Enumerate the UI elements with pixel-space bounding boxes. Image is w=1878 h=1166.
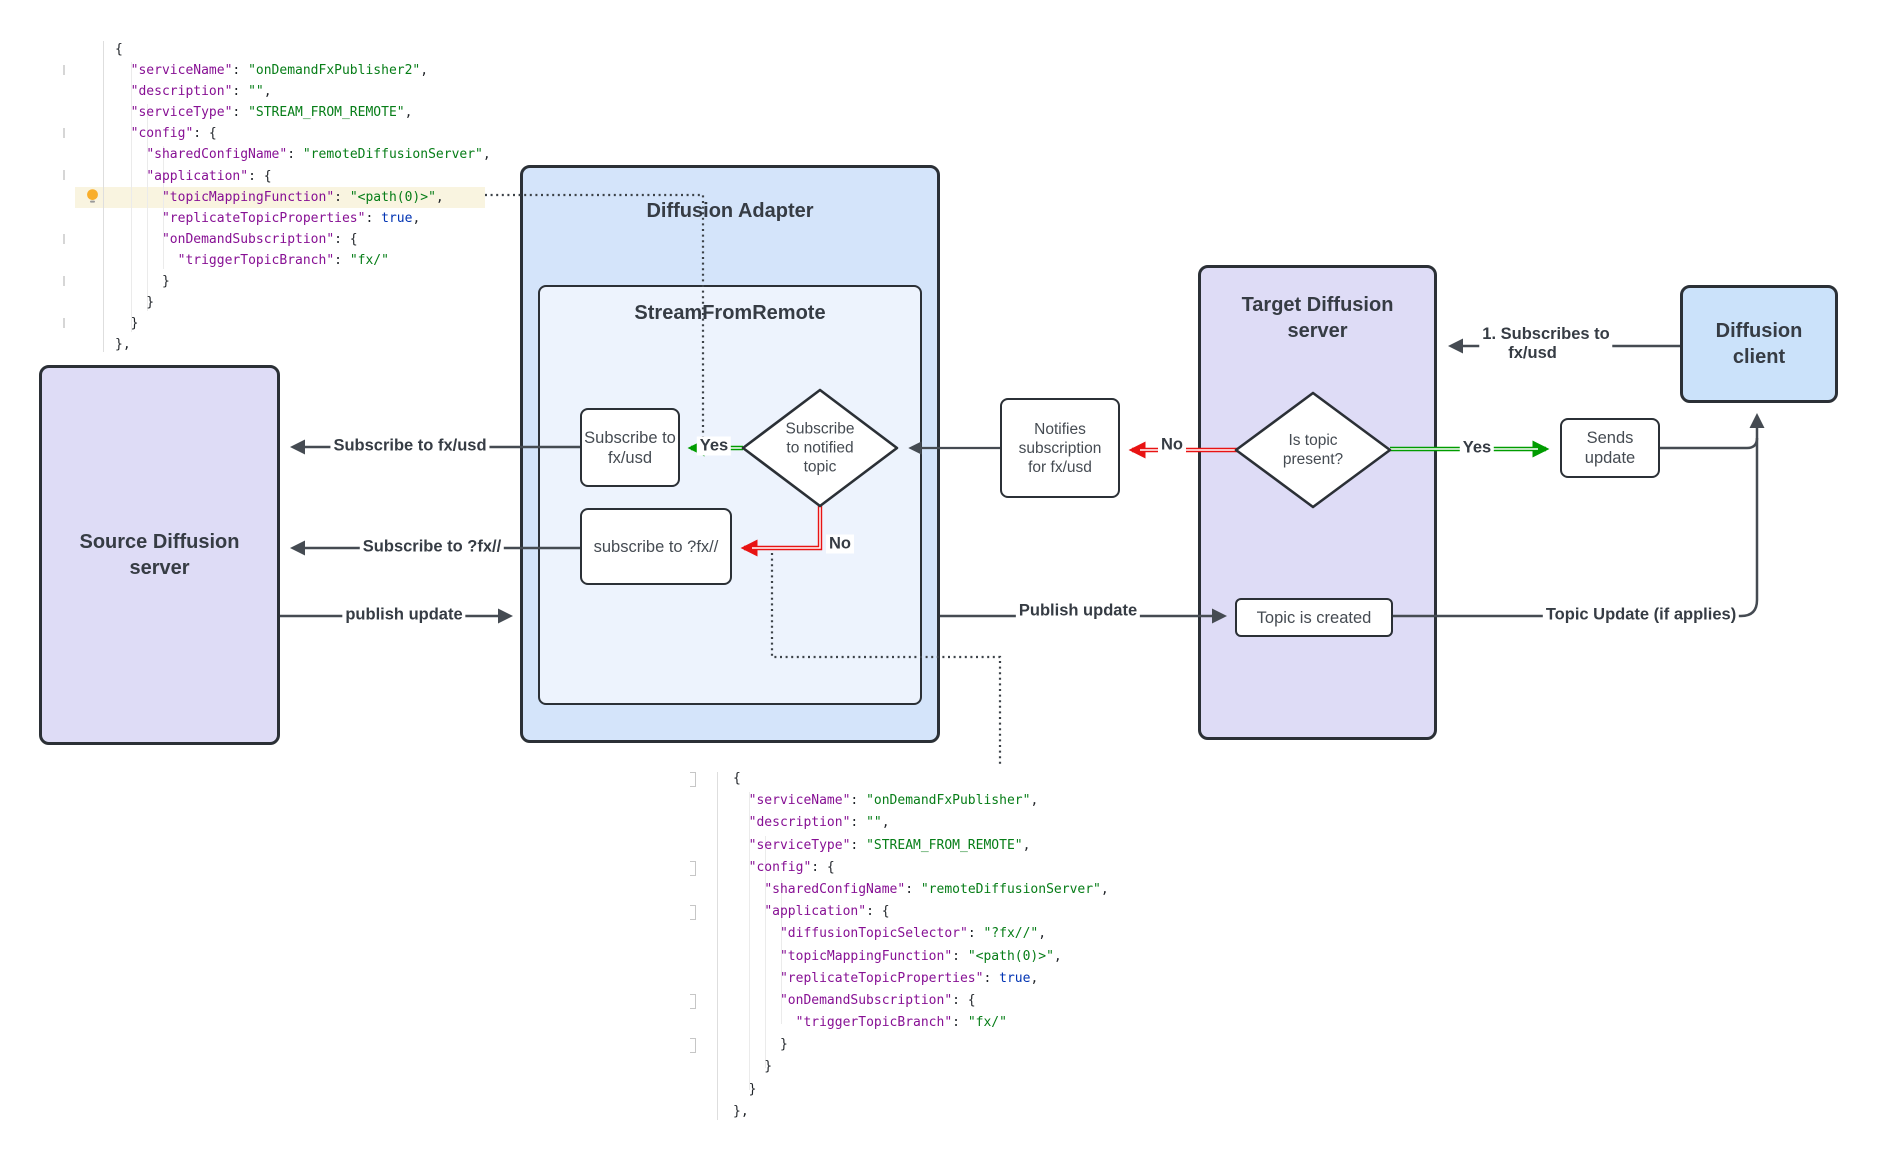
source-server-title: Source Diffusion server [79,531,240,579]
code-line: "application": { [146,168,272,184]
code-line: "replicateTopicProperties": true, [161,210,421,226]
code-line: "sharedConfigName": "remoteDiffusionServ… [764,881,1109,897]
gutter-mark [63,65,65,75]
adapter-title: Diffusion Adapter [646,200,814,222]
dotted-annotation-bottom-config [770,553,1002,765]
gutter-separator [103,41,104,352]
subscribe-fxusd-node: Subscribe to fx/usd [580,408,680,487]
fold-marker [690,861,696,876]
code-line: "description": "", [130,84,272,100]
code-line: { [115,42,123,57]
notifies-subscription-node: Notifies subscription for fx/usd [1000,398,1120,498]
subscribe-notified-topic-label: Subscribe to notified topic [785,420,855,476]
code-line: "topicMappingFunction": "<path(0)>", [779,948,1062,964]
gutter-mark [63,128,65,138]
diffusion-client-box: Diffusion client [1680,285,1838,403]
code-line: "sharedConfigName": "remoteDiffusionServ… [146,147,491,163]
label-no-adapter: No [826,534,854,554]
code-line: } [115,295,155,311]
label-subscribe-fxusd: Subscribe to fx/usd [330,436,490,456]
label-subscribe-qfx: Subscribe to ?fx// [359,537,505,557]
code-line: } [733,1037,788,1053]
json-config-top: { "serviceName": "onDemandFxPublisher2",… [115,39,491,355]
fold-marker [690,905,696,920]
label-topic-update: Topic Update (if applies) [1542,605,1740,625]
code-line: "diffusionTopicSelector": "?fx//", [779,926,1047,942]
edge-topic-update-to-client [1393,413,1765,618]
code-line: "topicMappingFunction": "<path(0)>", [161,189,444,205]
stream-from-remote-box: StreamFromRemote [538,285,922,705]
source-diffusion-server-box: Source Diffusion server [39,365,280,745]
indent-guide [781,880,782,1024]
code-line: } [115,316,139,332]
subscribe-qfx-node: subscribe to ?fx// [580,508,732,585]
label-yes-adapter: Yes [696,436,732,456]
label-client-subscribes: 1. Subscribes to fx/usd [1479,325,1613,363]
fold-marker [690,1038,696,1053]
fold-marker [690,994,696,1009]
indent-guide [749,792,750,1090]
stream-title: StreamFromRemote [634,302,826,324]
code-line: "triggerTopicBranch": "fx/" [177,252,389,268]
code-line: "serviceType": "STREAM_FROM_REMOTE", [130,105,413,121]
json-config-bottom: { "serviceName": "onDemandFxPublisher", … [733,768,1109,1123]
intention-bulb-icon[interactable] [85,188,100,204]
is-topic-present-diamond [1234,391,1392,509]
sends-update-node: Sends update [1560,418,1660,478]
edge-no-adapter-inner [752,506,821,549]
code-line: "application": { [764,904,890,920]
code-line: "serviceName": "onDemandFxPublisher2", [130,63,429,79]
code-line: "onDemandSubscription": { [161,231,358,247]
gutter-separator [717,772,718,1120]
code-line: } [115,274,170,290]
code-line: "replicateTopicProperties": true, [779,970,1039,986]
indent-guide [131,62,132,332]
code-line: "serviceType": "STREAM_FROM_REMOTE", [748,837,1031,853]
indent-guide [765,836,766,1068]
code-line: }, [115,337,131,353]
code-line: "serviceName": "onDemandFxPublisher", [748,793,1039,809]
code-line: "config": { [748,859,835,875]
gutter-mark [63,276,65,286]
highlighted-code-line-bar [75,186,485,208]
fold-marker [690,772,696,787]
indent-guide [163,146,164,269]
code-line: }, [733,1103,749,1119]
is-topic-present-label: Is topic present? [1282,432,1344,468]
label-publish-update-lower: publish update [342,605,466,625]
gutter-mark [63,234,65,244]
subscribe-notified-topic-diamond [741,388,899,508]
label-yes-target: Yes [1459,438,1495,458]
code-line: "description": "", [748,815,890,831]
code-line: } [733,1081,757,1097]
code-line: "onDemandSubscription": { [779,992,976,1008]
label-publish-update-right: Publish update [1015,601,1141,621]
code-line: } [733,1059,773,1075]
gutter-mark [63,318,65,328]
target-server-title: Target Diffusion server [1241,294,1394,342]
code-line: { [733,771,741,786]
label-no-target: No [1158,435,1186,455]
code-line: "triggerTopicBranch": "fx/" [795,1015,1007,1031]
client-title: Diffusion client [1715,320,1803,368]
topic-created-node: Topic is created [1235,598,1393,637]
indent-guide [147,104,148,311]
code-line: "config": { [130,126,217,142]
gutter-mark [63,170,65,180]
